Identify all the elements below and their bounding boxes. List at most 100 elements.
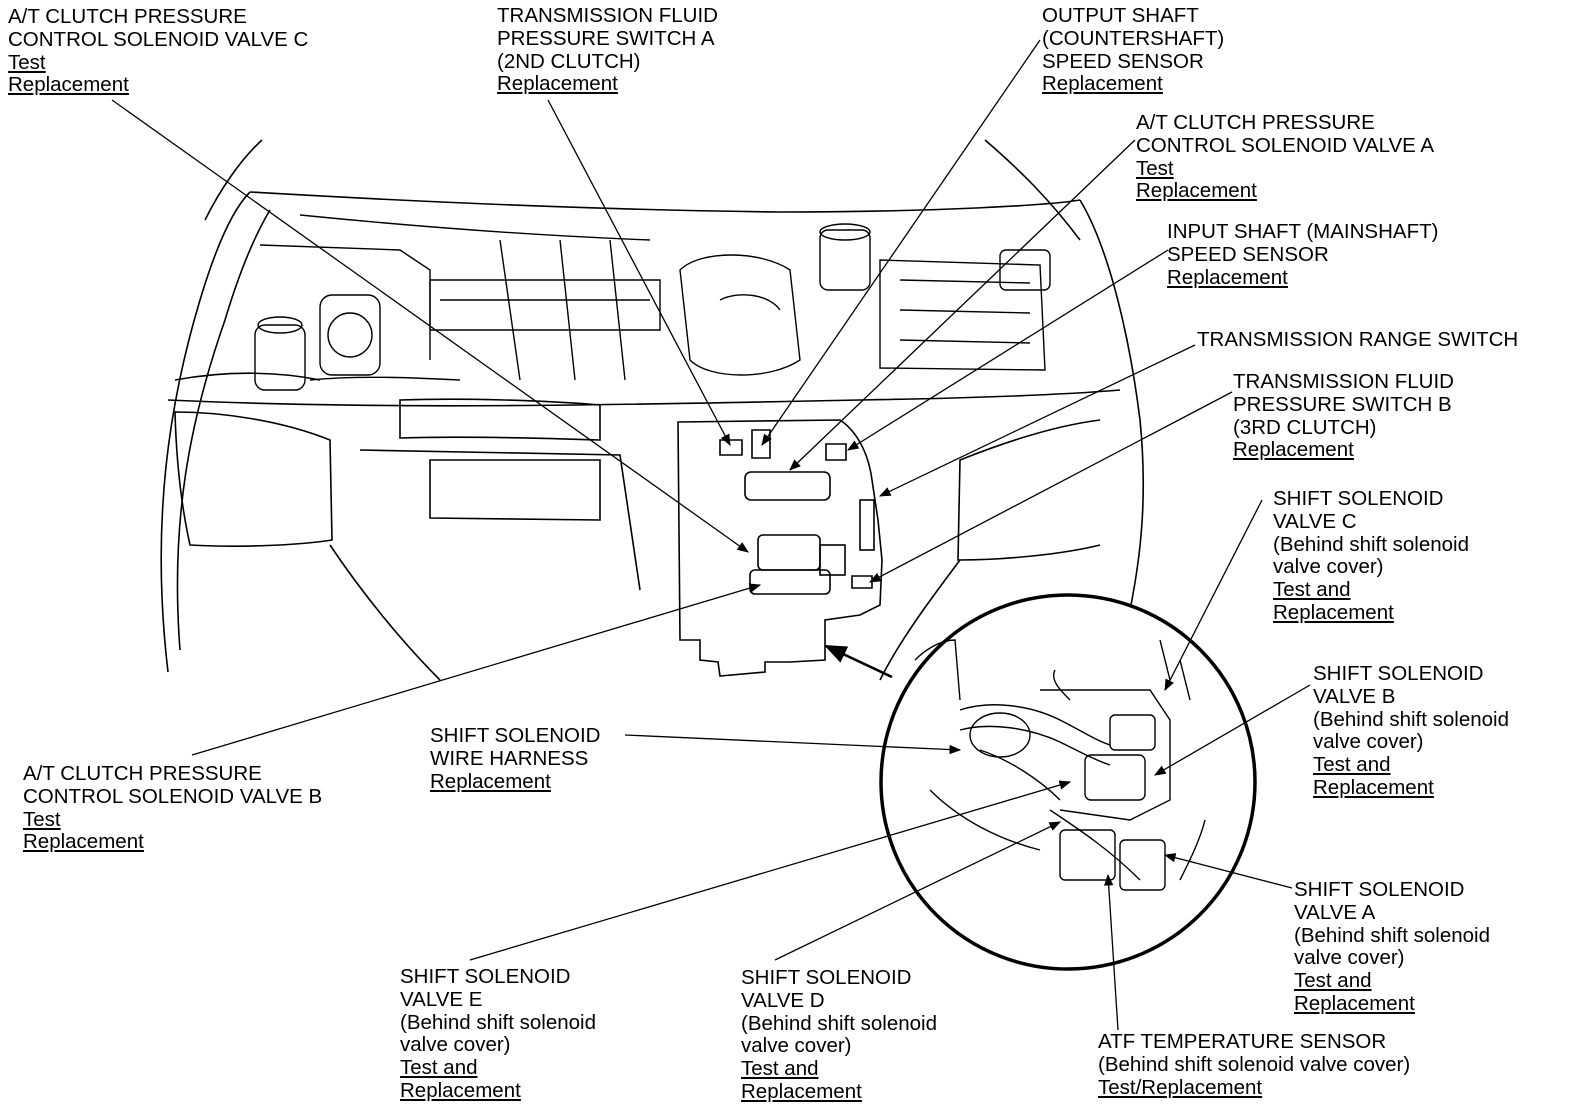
callout-text-line: SHIFT SOLENOID	[1273, 487, 1444, 510]
callout-link[interactable]: Test/Replacement	[1098, 1075, 1263, 1099]
callout-text-line: (2ND CLUTCH)	[497, 49, 641, 73]
callout-text-line: (Behind shift solenoid	[400, 1010, 597, 1034]
callout-text-line: SHIFT SOLENOID	[1313, 662, 1484, 685]
callout-text-line: valve cover)	[1294, 946, 1405, 970]
leader-ssv-b	[1153, 684, 1311, 776]
callout-link[interactable]: Replacement	[1042, 72, 1163, 96]
callout-text-line: TRANSMISSION RANGE SWITCH	[1197, 328, 1519, 351]
callout-link[interactable]: Test and	[1294, 969, 1372, 993]
callout-text-line: valve cover)	[400, 1033, 511, 1057]
leader-ssv-e	[469, 780, 1072, 961]
callout-link[interactable]: Test	[23, 807, 61, 831]
callout-text-line: PRESSURE SWITCH B	[1233, 392, 1452, 416]
callout-text-line: INPUT SHAFT (MAINSHAFT)	[1167, 220, 1439, 243]
leader-harness	[624, 734, 962, 755]
callout-link[interactable]: Replacement	[23, 830, 144, 854]
callout-link[interactable]: Test and	[1313, 753, 1391, 777]
callout-trs: TRANSMISSION RANGE SWITCH	[1197, 328, 1519, 352]
callout-link[interactable]: Test and	[1273, 578, 1351, 602]
callout-link[interactable]: Replacement	[430, 769, 551, 793]
callout-text-line: valve cover)	[741, 1034, 852, 1058]
callout-text-line: SPEED SENSOR	[1042, 49, 1204, 73]
callout-link[interactable]: Test and	[400, 1056, 478, 1080]
leader-at-cpsv-a	[789, 139, 1136, 471]
leader-output-shaft	[761, 39, 1041, 446]
callout-text-line: VALVE D	[741, 988, 825, 1012]
leader-ssv-c	[1164, 499, 1263, 692]
callout-text-line: VALVE A	[1294, 900, 1376, 924]
callout-text-line: (Behind shift solenoid	[741, 1011, 938, 1035]
leader-at-cpsv-b	[191, 583, 762, 756]
callout-text-line: (COUNTERSHAFT)	[1042, 26, 1225, 50]
callout-text-line: SHIFT SOLENOID	[1294, 878, 1465, 901]
leader-ssv-d	[774, 821, 1062, 961]
callout-link[interactable]: Replacement	[1313, 775, 1434, 799]
callout-text-line: (Behind shift solenoid	[1273, 532, 1470, 556]
callout-text-line: SPEED SENSOR	[1167, 242, 1329, 266]
callout-text-line: A/T CLUTCH PRESSURE	[1136, 111, 1375, 134]
callout-text-line: (Behind shift solenoid	[1294, 923, 1491, 947]
callout-text-line: (Behind shift solenoid valve cover)	[1098, 1052, 1411, 1076]
leader-at-cpsv-c	[111, 99, 749, 553]
callout-link[interactable]: Replacement	[1273, 600, 1394, 624]
leader-tfps-b	[868, 391, 1233, 583]
transmission-housing	[677, 419, 883, 677]
engine-components	[254, 214, 1051, 391]
callout-link[interactable]: Replacement	[497, 72, 618, 96]
callout-text-line: (3RD CLUTCH)	[1233, 415, 1377, 439]
callout-link[interactable]: Replacement	[1136, 179, 1257, 203]
callout-link[interactable]: Replacement	[1167, 265, 1288, 289]
leader-input-shaft	[847, 249, 1169, 451]
callout-text-line: SHIFT SOLENOID	[741, 966, 912, 989]
callout-atf-temp-sensor: ATF TEMPERATURE SENSOR(Behind shift sole…	[1098, 1030, 1411, 1099]
vehicle-outline	[160, 139, 1145, 681]
callout-text-line: OUTPUT SHAFT	[1042, 4, 1199, 27]
zoom-arrow	[823, 644, 893, 679]
leader-lines	[111, 39, 1311, 1031]
callout-text-line: VALVE E	[400, 987, 483, 1011]
callout-link[interactable]: Test	[8, 50, 46, 74]
callout-text-line: TRANSMISSION FLUID	[497, 4, 718, 27]
callout-text-line: TRANSMISSION FLUID	[1233, 370, 1454, 393]
leader-ssv-a	[1163, 853, 1293, 889]
callout-text-line: SHIFT SOLENOID	[400, 965, 571, 988]
callout-text-line: VALVE B	[1313, 684, 1396, 708]
callout-text-line: CONTROL SOLENOID VALVE C	[8, 27, 309, 51]
callout-link[interactable]: Replacement	[1233, 438, 1354, 462]
callout-text-line: VALVE C	[1273, 509, 1357, 533]
callout-text-line: PRESSURE SWITCH A	[497, 26, 715, 50]
callout-text-line: A/T CLUTCH PRESSURE	[8, 5, 247, 28]
leader-trs	[878, 344, 1196, 497]
callout-text-line: SHIFT SOLENOID	[430, 724, 601, 747]
callout-text-line: A/T CLUTCH PRESSURE	[23, 762, 262, 785]
leader-tfps-a	[547, 99, 731, 447]
callout-link[interactable]: Replacement	[400, 1078, 521, 1102]
callout-link[interactable]: Replacement	[1294, 991, 1415, 1015]
callout-text-line: CONTROL SOLENOID VALVE A	[1136, 133, 1435, 157]
callout-text-line: valve cover)	[1313, 730, 1424, 754]
callout-text-line: (Behind shift solenoid	[1313, 707, 1510, 731]
leader-atf-temp	[1104, 873, 1119, 1031]
callout-text-line: ATF TEMPERATURE SENSOR	[1098, 1030, 1387, 1053]
callout-text-line: valve cover)	[1273, 555, 1384, 579]
callout-text-line: WIRE HARNESS	[430, 746, 589, 770]
callout-link[interactable]: Test and	[741, 1057, 819, 1081]
callout-link[interactable]: Replacement	[741, 1079, 862, 1103]
callout-text-line: CONTROL SOLENOID VALVE B	[23, 784, 323, 808]
callout-link[interactable]: Test	[1136, 156, 1174, 180]
callout-link[interactable]: Replacement	[8, 73, 129, 97]
